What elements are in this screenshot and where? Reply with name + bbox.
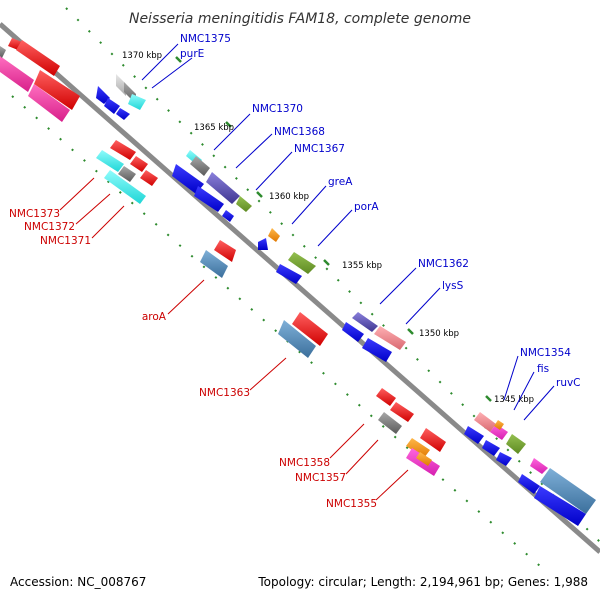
gene-cyan-purE[interactable] (128, 94, 146, 110)
gene-purple-NMC1368[interactable] (206, 172, 240, 204)
label-porA[interactable]: porA (354, 201, 379, 213)
label-greA[interactable]: greA (328, 176, 353, 188)
label-NMC1375[interactable]: NMC1375 (180, 33, 231, 45)
gene-blue[interactable] (96, 86, 110, 104)
gene-olive-porA[interactable] (288, 252, 316, 274)
gene-red[interactable] (292, 312, 328, 346)
tick-label-1350: 1350 kbp (419, 329, 459, 339)
label-NMC1372[interactable]: NMC1372 (24, 221, 75, 233)
gene-purple-NMC1362[interactable] (352, 312, 378, 332)
forward-gene-labels: NMC1375 purE NMC1370 NMC1368 NMC1367 gre… (180, 33, 581, 389)
gene-blue[interactable] (464, 426, 484, 444)
topology-text: Topology: circular; Length: 2,194,961 bp… (257, 575, 588, 589)
kbp-tick-labels: 1370 kbp 1365 kbp 1360 kbp 1355 kbp 1350… (122, 51, 534, 405)
gene-red[interactable] (34, 70, 80, 110)
gene-orange[interactable] (416, 452, 432, 466)
label-NMC1355[interactable]: NMC1355 (326, 498, 377, 510)
label-aroA[interactable]: aroA (142, 311, 167, 323)
label-NMC1362[interactable]: NMC1362 (418, 258, 469, 270)
gene-pink[interactable] (0, 56, 34, 92)
tick-label-1370: 1370 kbp (122, 51, 162, 61)
label-NMC1368[interactable]: NMC1368 (274, 126, 325, 138)
label-fis[interactable]: fis (537, 363, 549, 375)
gene-red[interactable] (130, 156, 148, 172)
tick-label-1345: 1345 kbp (494, 395, 534, 405)
gene-blue[interactable] (258, 238, 268, 250)
tick-tracks (11, 7, 600, 567)
reverse-strand-genes (0, 38, 446, 476)
gene-gray[interactable] (0, 46, 6, 58)
gene-orange-greA[interactable] (268, 228, 280, 242)
gene-cyan-NMC1371[interactable] (104, 170, 146, 204)
gene-blue[interactable] (534, 486, 586, 526)
gene-gray-NMC1358[interactable] (378, 412, 402, 434)
gene-red[interactable] (16, 40, 60, 76)
genome-backbone (0, 22, 600, 554)
gene-gray-NMC1370[interactable] (190, 156, 210, 176)
gene-blue[interactable] (518, 474, 540, 494)
gene-red[interactable] (420, 428, 446, 452)
gene-red[interactable] (390, 402, 414, 422)
gene-salmon-lysS[interactable] (374, 326, 406, 350)
label-NMC1373[interactable]: NMC1373 (9, 208, 60, 220)
label-NMC1371[interactable]: NMC1371 (40, 235, 91, 247)
gene-blue[interactable] (172, 164, 204, 194)
gene-blue[interactable] (116, 108, 130, 120)
gene-blue[interactable] (496, 452, 512, 466)
gene-steel-aroA[interactable] (200, 250, 228, 278)
label-purE[interactable]: purE (180, 48, 204, 60)
gene-blue[interactable] (104, 98, 120, 114)
forward-strand-genes (96, 74, 596, 526)
major-ticks (175, 56, 492, 402)
label-NMC1370[interactable]: NMC1370 (252, 103, 303, 115)
gene-red[interactable] (110, 140, 136, 160)
gene-olive-ruvC[interactable] (506, 434, 526, 454)
label-NMC1357[interactable]: NMC1357 (295, 472, 346, 484)
label-NMC1354[interactable]: NMC1354 (520, 347, 571, 359)
gene-salmon[interactable] (474, 412, 496, 432)
gene-olive-NMC1367[interactable] (236, 196, 252, 212)
gene-orange-fis[interactable] (494, 420, 504, 430)
gene-magenta-NMC1354[interactable] (490, 424, 508, 440)
forward-leader-lines (141, 43, 555, 421)
gene-blue[interactable] (194, 186, 224, 212)
label-NMC1363[interactable]: NMC1363 (199, 387, 250, 399)
tick-label-1360: 1360 kbp (269, 192, 309, 202)
gene-blue[interactable] (362, 338, 392, 362)
gene-magenta[interactable] (530, 458, 548, 474)
gene-blue[interactable] (276, 264, 302, 284)
gene-orange-NMC1357[interactable] (406, 438, 430, 458)
tick-label-1355: 1355 kbp (342, 261, 382, 271)
gene-gray-NMC1372[interactable] (118, 166, 136, 182)
gene-steel[interactable] (540, 468, 596, 514)
gene-blue[interactable] (222, 210, 234, 222)
reverse-gene-labels: NMC1373 NMC1372 NMC1371 aroA NMC1363 NMC… (9, 208, 377, 510)
gene-pink[interactable] (28, 84, 70, 122)
label-NMC1358[interactable]: NMC1358 (279, 457, 330, 469)
label-ruvC[interactable]: ruvC (556, 377, 581, 389)
gene-steel-NMC1363[interactable] (278, 320, 316, 358)
gene-blue[interactable] (342, 322, 364, 342)
label-lysS[interactable]: lysS (442, 280, 464, 292)
label-NMC1367[interactable]: NMC1367 (294, 143, 345, 155)
tick-label-1365: 1365 kbp (194, 123, 234, 133)
gene-cyan-NMC1373[interactable] (96, 150, 124, 172)
page-title: Neisseria meningitidis FAM18, complete g… (129, 11, 471, 27)
gene-red[interactable] (214, 240, 236, 262)
gene-lightgray[interactable] (116, 74, 126, 96)
gene-blue[interactable] (482, 440, 500, 456)
gene-red[interactable] (140, 170, 158, 186)
gene-red[interactable] (376, 388, 396, 406)
accession-text: Accession: NC_008767 (10, 575, 146, 589)
reverse-leader-lines (59, 177, 409, 501)
